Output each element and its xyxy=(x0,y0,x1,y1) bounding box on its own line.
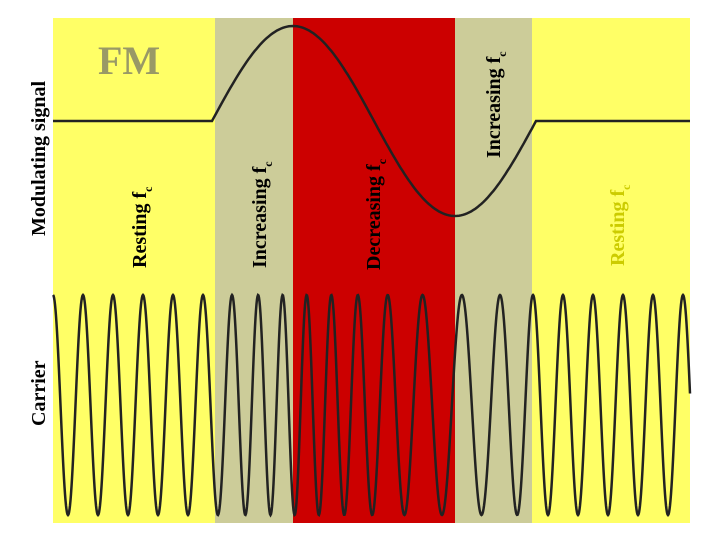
modulating-signal-wave xyxy=(53,24,690,218)
region-label-increasing-right: Increasing fc xyxy=(483,51,509,158)
page-title: FM xyxy=(98,38,160,83)
region-label-decreasing: Decreasing fc xyxy=(363,158,389,270)
region-band-increase-left xyxy=(215,18,293,523)
region-band-decrease xyxy=(293,18,455,523)
modulating-signal-label: Modulating signal xyxy=(28,81,50,236)
carrier-label: Carrier xyxy=(28,360,50,426)
region-label-resting-left: Resting fc xyxy=(129,186,155,268)
carrier-wave xyxy=(52,292,692,518)
region-label-resting-right: Resting fc xyxy=(607,184,633,266)
region-label-increasing-left: Increasing fc xyxy=(249,161,275,268)
region-band-increase-right xyxy=(455,18,532,523)
region-band-rest-right xyxy=(532,18,690,523)
